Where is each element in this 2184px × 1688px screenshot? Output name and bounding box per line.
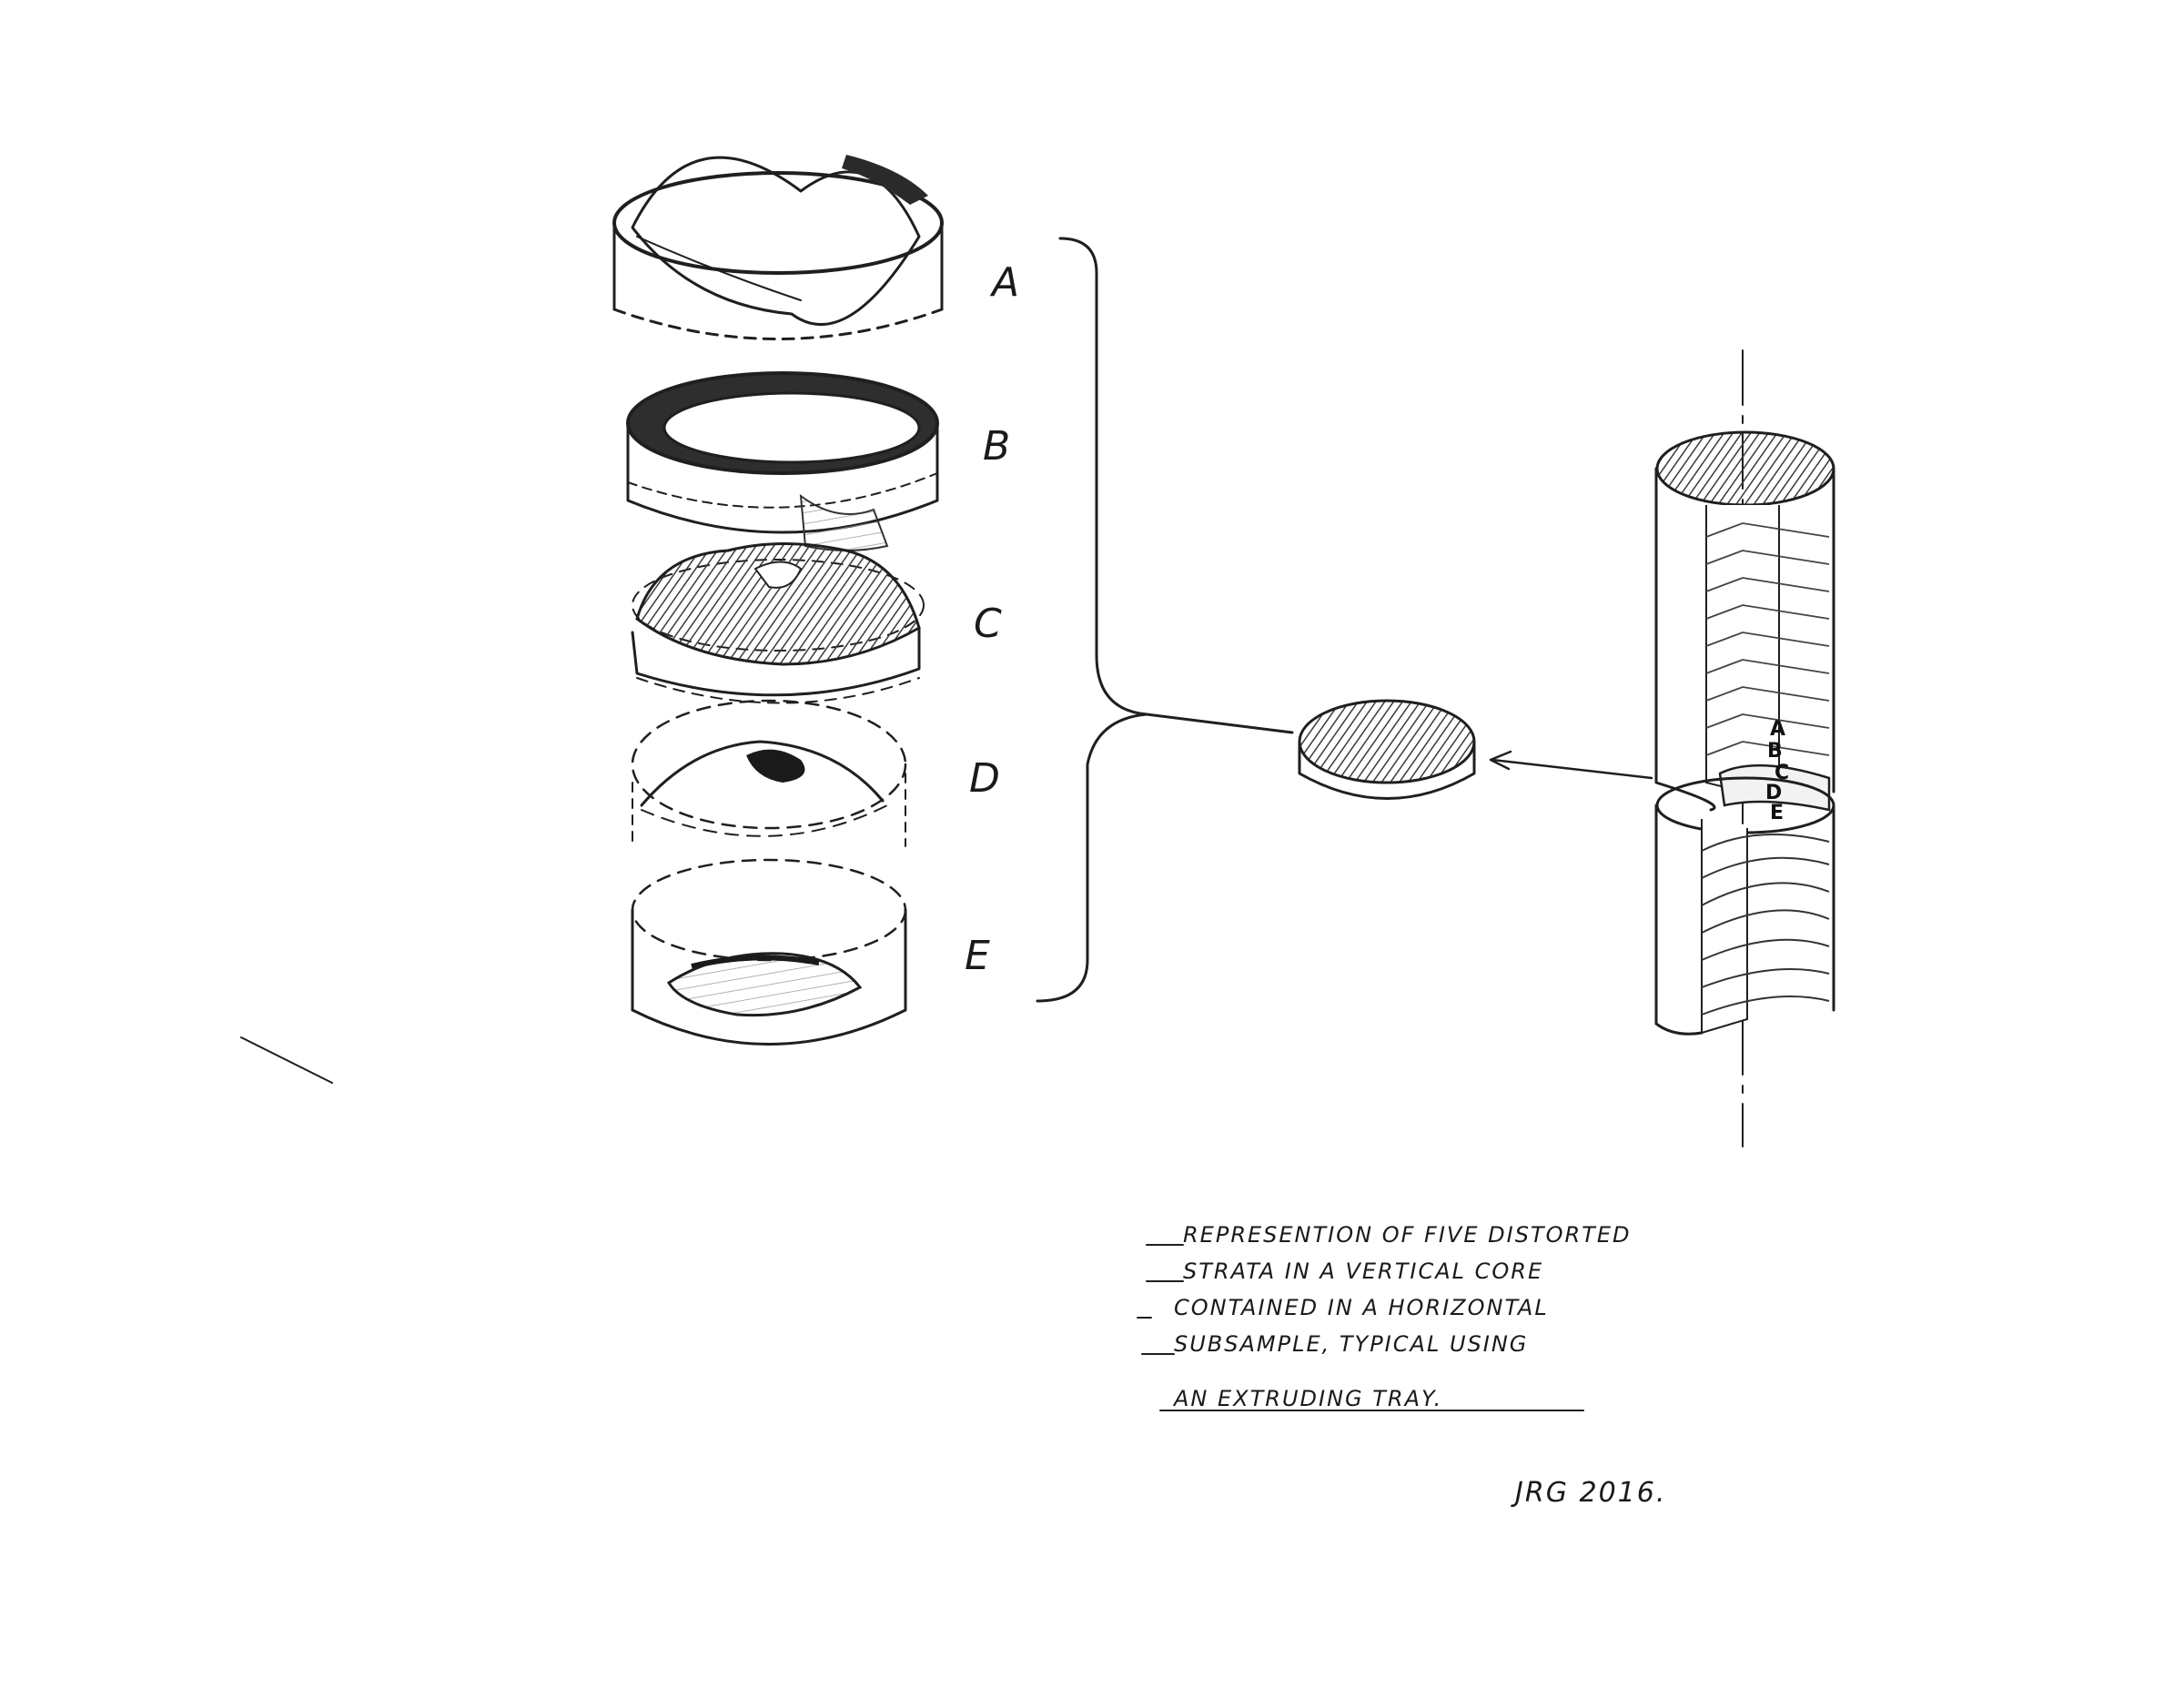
- stratum-b-slice: [628, 373, 937, 551]
- stratum-c-label: C: [974, 601, 1002, 647]
- strata-stack: A B C D E: [614, 155, 1147, 1045]
- stratum-d-label: D: [969, 755, 1000, 802]
- arrow-left-icon: [1491, 752, 1652, 778]
- stratum-a-label: A: [989, 259, 1019, 306]
- stratum-b-label: B: [983, 423, 1010, 470]
- grouping-brace: [1037, 238, 1147, 1001]
- subsample-disk-icon: [1299, 701, 1474, 799]
- stratum-c-slice: [632, 544, 924, 703]
- stratum-d-slice: [632, 701, 905, 846]
- signature: JRG 2016.: [1511, 1477, 1666, 1509]
- caption-block: REPRESENTION OF FIVE DISTORTED STRATA IN…: [1138, 1222, 1631, 1411]
- caption-line-5: AN EXTRUDING TRAY.: [1172, 1386, 1442, 1411]
- caption-line-1: REPRESENTION OF FIVE DISTORTED: [1183, 1222, 1631, 1248]
- caption-line-2: STRATA IN A VERTICAL CORE: [1183, 1258, 1543, 1284]
- core-label-e: E: [1770, 802, 1784, 824]
- caption-line-3: CONTAINED IN A HORIZONTAL: [1174, 1295, 1549, 1320]
- brace-connector-line: [1147, 714, 1292, 733]
- stratum-e-label: E: [965, 933, 990, 979]
- cylinder-core-icon: A B C D E: [1656, 350, 1834, 1147]
- stratum-a-slice: [614, 155, 942, 339]
- caption-line-4: SUBSAMPLE, TYPICAL USING: [1174, 1331, 1528, 1357]
- stray-pencil-mark: [241, 1037, 332, 1083]
- stratum-e-slice: [632, 860, 905, 1045]
- core-label-a: A: [1770, 718, 1785, 741]
- core-label-b: B: [1767, 740, 1783, 763]
